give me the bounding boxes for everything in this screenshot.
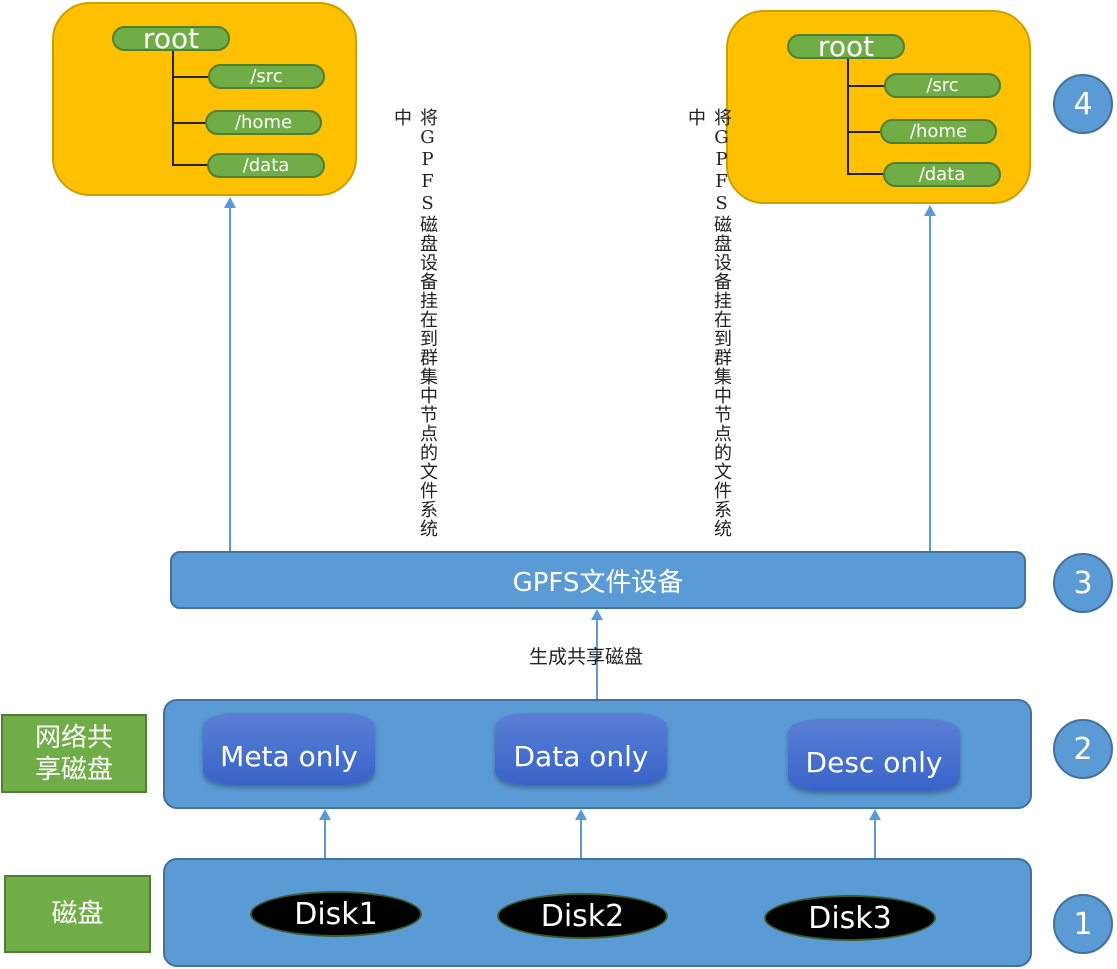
nsd-data-only: Data only <box>495 713 667 785</box>
layer-number-3: 3 <box>1053 553 1113 613</box>
tree-node-data: /data <box>207 153 325 178</box>
tree-node-data: /data <box>883 162 1001 187</box>
arrow-head <box>319 809 331 820</box>
disk-label: 磁盘 <box>4 875 151 953</box>
arrow-head <box>924 205 936 216</box>
disk-1: Disk1 <box>250 891 422 937</box>
tree-line <box>172 50 174 165</box>
tree-root: root <box>787 30 905 63</box>
gpfs-device-bar: GPFS文件设备 <box>170 551 1026 609</box>
tree-node-src: /src <box>208 64 325 89</box>
nsd-desc-only: Desc only <box>788 719 960 791</box>
arrow-line <box>324 818 326 858</box>
tree-node-src: /src <box>884 73 1001 98</box>
disk-2: Disk2 <box>497 893 668 939</box>
layer-number-2: 2 <box>1053 719 1113 779</box>
arrow-line <box>229 205 231 551</box>
shared-disk-label: 网络共享磁盘 <box>1 714 147 793</box>
arrow-line <box>580 818 582 858</box>
tree-node-home: /home <box>880 119 997 144</box>
tree-root: root <box>112 22 230 55</box>
tree-line <box>847 59 849 173</box>
tree-line <box>172 122 206 124</box>
tree-node-home: /home <box>205 110 322 135</box>
disk-3: Disk3 <box>764 895 936 941</box>
layer-number-1: 1 <box>1053 894 1113 954</box>
arrow-head <box>575 809 587 820</box>
arrow-line <box>596 618 598 699</box>
layer-number-4: 4 <box>1053 74 1113 134</box>
arrow-head <box>591 609 603 620</box>
arrow-head <box>224 197 236 208</box>
tree-line <box>847 85 884 87</box>
arrow-line <box>874 818 876 858</box>
generate-label: 生成共享磁盘 <box>528 646 643 668</box>
tree-line <box>172 164 208 166</box>
mount-note-right: 将GPFS磁盘设备挂在到群集中节点的文件系统中 <box>685 108 732 538</box>
tree-line <box>847 131 880 133</box>
tree-line <box>847 173 883 175</box>
tree-line <box>172 76 208 78</box>
arrow-line <box>929 213 931 551</box>
nsd-meta-only: Meta only <box>203 713 375 785</box>
arrow-head <box>869 809 881 820</box>
mount-note-left: 将GPFS磁盘设备挂在到群集中节点的文件系统中 <box>391 108 438 538</box>
